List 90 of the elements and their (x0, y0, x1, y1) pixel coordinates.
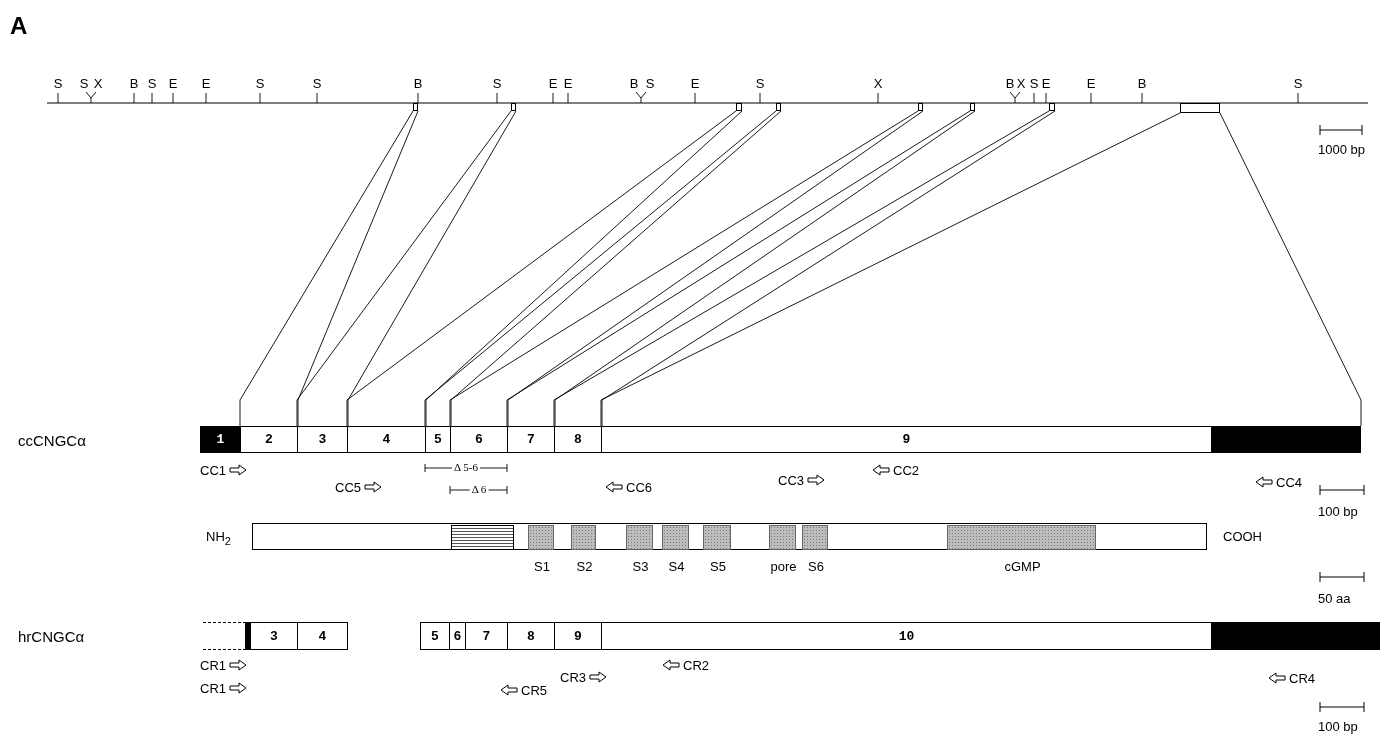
exon-box: 9 (601, 426, 1212, 453)
restriction-site-label: S (53, 77, 63, 90)
terminus-label: NH$_{2}$ (206, 530, 231, 547)
primer-label: CR1 (200, 659, 226, 672)
restriction-site-label: E (1041, 77, 1051, 90)
scale-label: 100 bp (1318, 505, 1358, 518)
exon-box: 10 (601, 622, 1212, 650)
restriction-site-label: B (1137, 77, 1147, 90)
connector-line (239, 110, 414, 427)
restriction-site-label: E (548, 77, 558, 90)
restriction-site-label: S (492, 77, 502, 90)
genomic-exon-box (1049, 103, 1055, 111)
restriction-site-label: S (645, 77, 655, 90)
deletion-label: Δ 5-6 (452, 462, 480, 473)
restriction-site-label: S (255, 77, 265, 90)
primer-label: CC4 (1276, 476, 1302, 489)
restriction-site-label: S (147, 77, 157, 90)
coding-block (1211, 426, 1361, 453)
connector-line (297, 110, 419, 427)
domain-label: S4 (668, 560, 685, 573)
restriction-site-label: E (563, 77, 573, 90)
primer-label: CC2 (893, 464, 919, 477)
domain-label: S1 (534, 560, 550, 573)
restriction-site-label: S (79, 77, 89, 90)
gene-label: ccCNGCα (18, 433, 86, 448)
restriction-site-label: S (1293, 77, 1303, 90)
restriction-site-label: B (629, 77, 639, 90)
restriction-site-label: X (873, 77, 883, 90)
exon-box: 8 (507, 622, 555, 650)
dashed-exon-box (203, 622, 246, 650)
primer-label: CC6 (626, 481, 652, 494)
primer-label: CR5 (521, 684, 547, 697)
restriction-site-label: E (690, 77, 700, 90)
restriction-site-label: B (413, 77, 423, 90)
restriction-site-label: B (129, 77, 139, 90)
exon-box: 3 (250, 622, 298, 650)
scale-label: 100 bp (1318, 720, 1358, 733)
domain-label: cGMP (1004, 560, 1041, 573)
primer-label: CC5 (335, 481, 361, 494)
exon-box: 3 (297, 426, 348, 453)
panel-letter: A (10, 14, 28, 38)
exon-box: 7 (465, 622, 508, 650)
exon-box: 9 (554, 622, 602, 650)
connector-line (346, 110, 737, 427)
domain-label: S2 (576, 560, 593, 573)
terminus-label: COOH (1223, 530, 1262, 543)
restriction-site-label: X (1016, 77, 1026, 90)
exon-box: 4 (347, 426, 426, 453)
exon-box: 2 (240, 426, 298, 453)
genomic-exon-box (776, 103, 781, 111)
primer-label: CR1 (200, 682, 226, 695)
exon-box: 6 (450, 426, 508, 453)
scale-label: 50 aa (1318, 592, 1351, 605)
restriction-site-label: S (755, 77, 765, 90)
deletion-label: Δ 6 (469, 484, 489, 495)
genomic-exon-box (511, 103, 516, 111)
exon-box: 7 (507, 426, 555, 453)
restriction-site-label: S (1029, 77, 1039, 90)
hatched-domain-box (451, 525, 514, 550)
genomic-exon-box (736, 103, 742, 111)
exon-box: 5 (425, 426, 451, 453)
coding-block: 1 (200, 426, 241, 453)
connector-line (600, 112, 1181, 427)
restriction-site-label: X (93, 77, 103, 90)
genomic-exon-box (1180, 103, 1220, 113)
exon-box: 4 (297, 622, 348, 650)
domain-label: S5 (710, 560, 726, 573)
primer-label: CC1 (200, 464, 226, 477)
restriction-site-label: S (312, 77, 322, 90)
domain-label: pore (770, 560, 797, 573)
exon-box: 8 (554, 426, 602, 453)
restriction-site-label: E (201, 77, 211, 90)
genomic-exon-box (918, 103, 923, 111)
genomic-exon-box (970, 103, 975, 111)
domain-label: S6 (808, 560, 824, 573)
gene-label: hrCNGCα (18, 629, 85, 644)
restriction-site-label: B (1005, 77, 1015, 90)
restriction-site-label: E (168, 77, 178, 90)
primer-label: CR3 (560, 671, 586, 684)
connector-line (296, 110, 512, 427)
connector-line (347, 110, 517, 427)
scale-label: 1000 bp (1318, 143, 1365, 156)
primer-label: CR4 (1289, 672, 1315, 685)
exon-box: 5 (420, 622, 450, 650)
coding-block (1211, 622, 1380, 650)
connector-line (1219, 112, 1362, 427)
genomic-exon-box (413, 103, 418, 111)
primer-label: CC3 (778, 474, 804, 487)
domain-label: S3 (632, 560, 649, 573)
restriction-site-label: E (1086, 77, 1096, 90)
